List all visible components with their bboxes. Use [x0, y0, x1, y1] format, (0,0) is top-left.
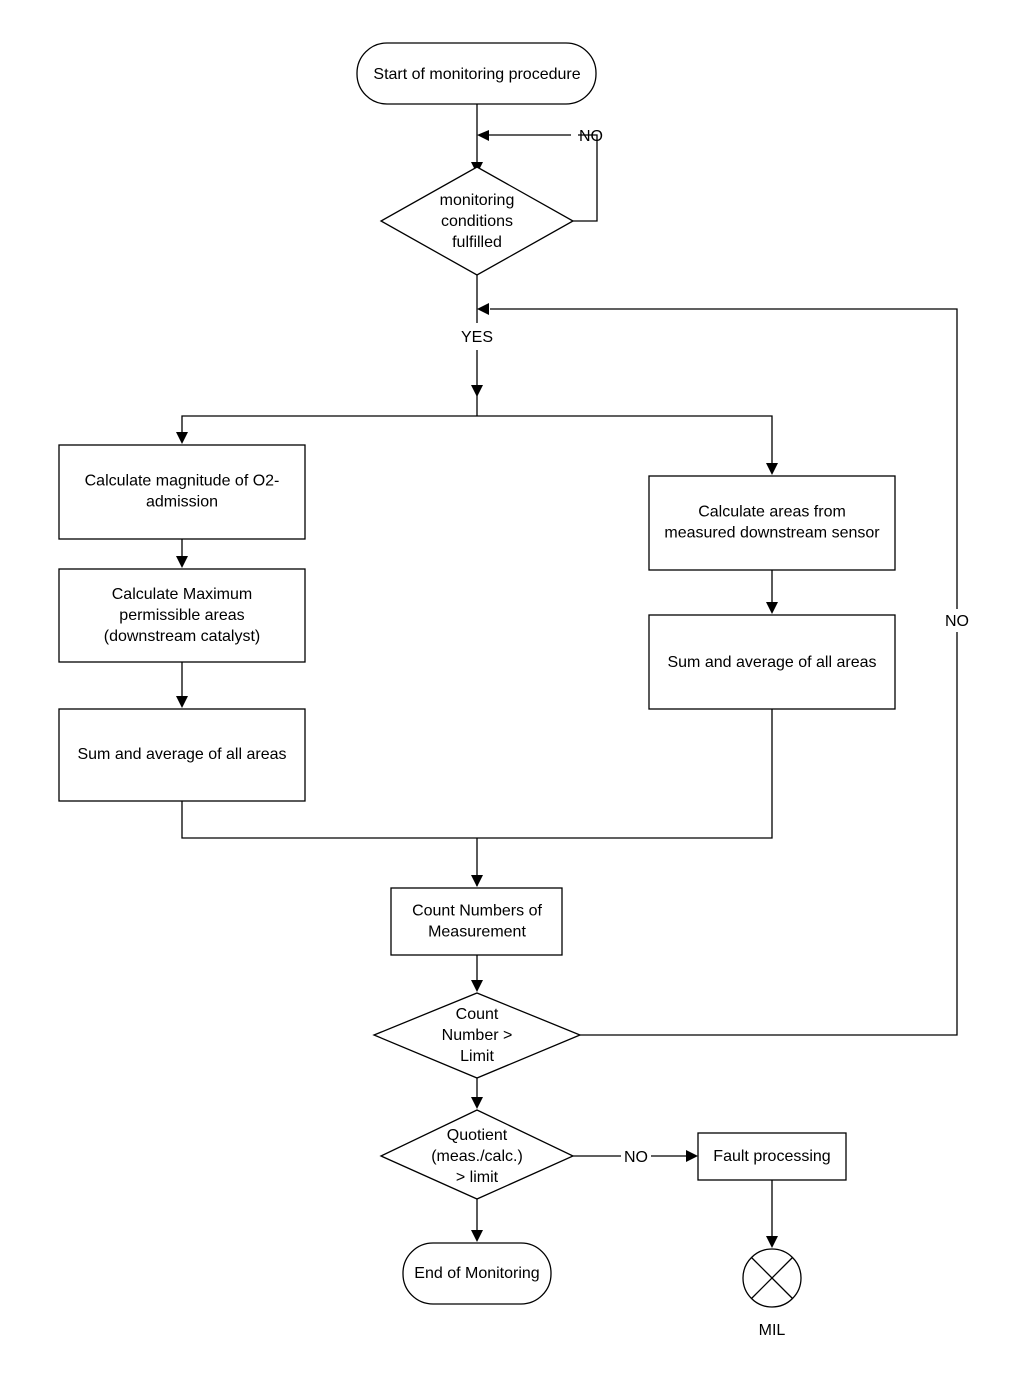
label-line: Calculate Maximum	[112, 586, 252, 603]
label-line: (downstream catalyst)	[104, 628, 261, 645]
label-line: (meas./calc.)	[431, 1148, 523, 1165]
edge-no-return-lower	[580, 632, 958, 1036]
edge-label-yes: YES	[461, 329, 493, 346]
calc-max-areas-label: Calculate Maximum permissible areas (downs…	[104, 586, 261, 645]
sum-avg-left-box	[58, 708, 306, 802]
arrowhead-to-limit	[471, 980, 483, 992]
calc-magnitude-label: Calculate magnitude of O2- admission	[85, 473, 280, 511]
label-line: Calculate areas from	[698, 504, 846, 521]
quotient-decision	[379, 1109, 575, 1200]
count-limit-decision	[372, 992, 582, 1079]
arrowhead-no-return	[477, 303, 489, 315]
calc-areas-sensor-label: Calculate areas from measured downstream …	[664, 504, 880, 542]
label-line: fulfilled	[452, 234, 502, 251]
label-line: MIL	[759, 1322, 786, 1339]
arrowhead-to-sum-left	[176, 696, 188, 708]
edge-labels: NO YES NO NO	[461, 128, 969, 1166]
arrowhead-to-count	[471, 875, 483, 887]
sum-avg-right-label: Sum and average of all areas	[667, 654, 876, 671]
sum-avg-right-box	[648, 614, 896, 710]
calc-magnitude-box	[58, 444, 306, 540]
label-line: permissible areas	[119, 607, 244, 624]
label-line: Quotient	[447, 1127, 508, 1144]
node-end: End of Monitoring	[402, 1242, 552, 1305]
edge-label-no-right: NO	[945, 613, 969, 630]
node-calc-max-areas: Calculate Maximum permissible areas (downs…	[58, 568, 306, 663]
mil-label: MIL	[759, 1322, 786, 1339]
edge-label-no-top: NO	[579, 128, 603, 145]
label-line: Count Numbers of	[412, 903, 542, 920]
mil-cross-line-2	[751, 1257, 793, 1299]
fault-processing-box	[697, 1132, 847, 1181]
end-label: End of Monitoring	[414, 1265, 539, 1282]
label-line: Measurement	[428, 924, 526, 941]
node-sum-avg-left: Sum and average of all areas	[58, 708, 306, 802]
edge-no-loop-right	[573, 134, 598, 222]
edge-no-return-upper	[490, 308, 958, 609]
arrowhead-to-magnitude	[176, 432, 188, 444]
quotient-label: Quotient (meas./calc.) > limit	[431, 1127, 523, 1186]
label-line: conditions	[441, 213, 513, 230]
fault-processing-label: Fault processing	[713, 1148, 830, 1165]
label-line: Start of monitoring procedure	[373, 66, 580, 83]
label-line: Sum and average of all areas	[667, 654, 876, 671]
edge-label-no-fault: NO	[624, 1149, 648, 1166]
arrowhead-to-max	[176, 556, 188, 568]
arrowhead-to-mil	[766, 1236, 778, 1248]
start-terminal	[356, 42, 597, 105]
label-line: Sum and average of all areas	[77, 746, 286, 763]
arrowhead-no-loop	[477, 130, 489, 141]
label-line: Number >	[442, 1027, 513, 1044]
edge-split-bar	[181, 415, 773, 463]
label-line: End of Monitoring	[414, 1265, 539, 1282]
sum-avg-left-label: Sum and average of all areas	[77, 746, 286, 763]
monitoring-conditions-decision	[379, 166, 575, 276]
calc-max-areas-box	[58, 568, 306, 663]
node-fault-processing: Fault processing	[697, 1132, 847, 1181]
node-calc-areas-sensor: Calculate areas from measured downstream …	[648, 475, 896, 571]
arrowhead-to-quotient	[471, 1097, 483, 1109]
arrowhead-yes	[471, 385, 483, 397]
end-terminal	[402, 1242, 552, 1305]
node-mil: MIL	[742, 1248, 802, 1339]
arrowhead-to-end	[471, 1230, 483, 1242]
label-line: monitoring	[440, 192, 515, 209]
count-numbers-box	[390, 887, 563, 956]
label-line: Limit	[460, 1048, 494, 1065]
label-line: Fault processing	[713, 1148, 830, 1165]
label-line: Calculate magnitude of O2-	[85, 473, 280, 490]
node-start: Start of monitoring procedure	[356, 42, 597, 105]
connectors	[181, 104, 958, 1236]
label-line: admission	[146, 494, 218, 511]
node-count-numbers: Count Numbers of Measurement	[390, 887, 563, 956]
arrowhead-to-fault	[686, 1150, 698, 1162]
node-monitoring-conditions: monitoring conditions fulfilled	[379, 166, 575, 276]
arrowhead-to-areas	[766, 463, 778, 475]
label-line: > limit	[456, 1169, 499, 1186]
count-numbers-label: Count Numbers of Measurement	[412, 903, 542, 941]
monitoring-conditions-label: monitoring conditions fulfilled	[440, 192, 515, 251]
arrowhead-to-sum-right	[766, 602, 778, 614]
calc-areas-sensor-box	[648, 475, 896, 571]
start-label: Start of monitoring procedure	[373, 66, 580, 83]
label-line: measured downstream sensor	[664, 525, 880, 542]
node-calc-magnitude: Calculate magnitude of O2- admission	[58, 444, 306, 540]
label-line: Count	[456, 1006, 499, 1023]
node-sum-avg-right: Sum and average of all areas	[648, 614, 896, 710]
node-quotient: Quotient (meas./calc.) > limit	[379, 1109, 575, 1200]
